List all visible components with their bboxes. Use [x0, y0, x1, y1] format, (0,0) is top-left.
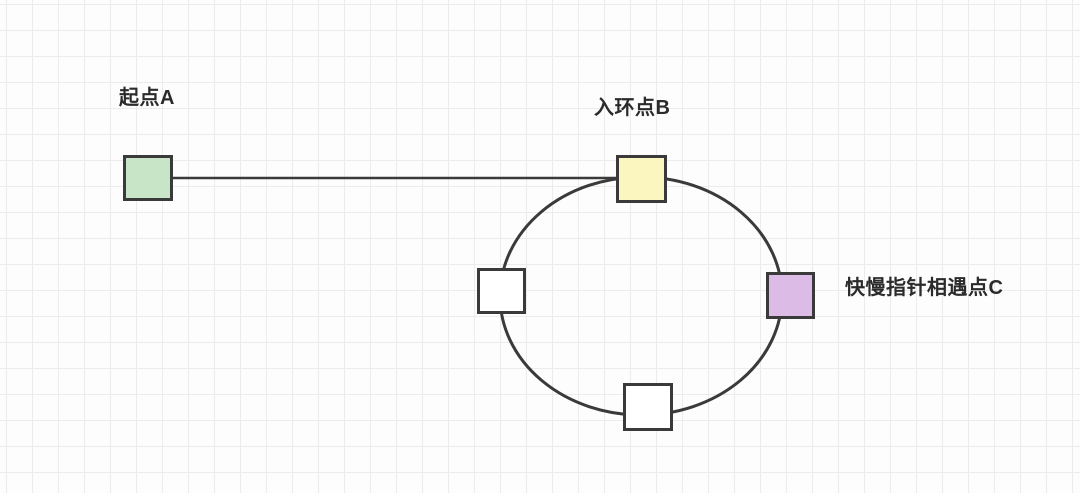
- node-cycle-left: [477, 268, 526, 314]
- label-cycle-entry-b: 入环点B: [594, 97, 671, 119]
- node-cycle-bottom: [623, 383, 673, 431]
- node-start-a: [123, 155, 173, 201]
- cycle-ellipse: [498, 175, 784, 417]
- label-meeting-c: 快慢指针相遇点C: [845, 277, 1004, 299]
- node-meeting-c: [766, 272, 815, 319]
- label-start-a: 起点A: [119, 87, 175, 109]
- node-cycle-entry-b: [616, 155, 667, 203]
